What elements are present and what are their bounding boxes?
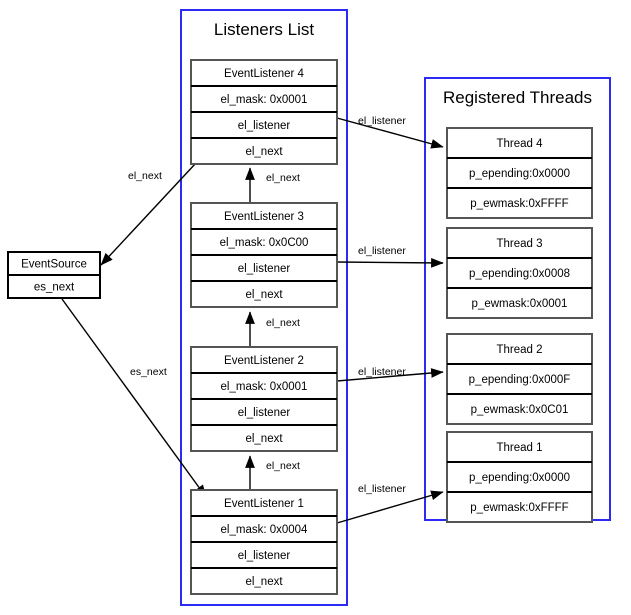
thread-node-4-field-0: Thread 4 — [496, 138, 543, 150]
listener-node-4: EventListener 4 el_mask: 0x0001 el_listene… — [190, 59, 338, 165]
thread-node-1-field-2: p_ewmask:0xFFFF — [470, 502, 568, 514]
edge-label-el1-to-el2: el_next — [266, 460, 300, 472]
listener-node-4-field-1: el_mask: 0x0001 — [221, 94, 308, 106]
listener-node-4-field-2: el_listener — [238, 120, 291, 132]
edge-label-el1-to-eventsource: es_next — [130, 366, 167, 378]
listeners-panel-title: Listeners List — [214, 20, 314, 39]
listener-node-1-field-1: el_mask: 0x0004 — [221, 524, 309, 536]
thread-node-4-box — [446, 127, 593, 219]
listener-node-3-field-2: el_listener — [238, 263, 291, 275]
edge-el3-to-thread3: el_listener — [336, 245, 444, 268]
listener-node-2-field-3: el_next — [245, 433, 283, 445]
listener-node-4-field-0: EventListener 4 — [224, 68, 305, 80]
thread-node-2: Thread 2 p_epending:0x000F p_ewmask:0x0C01 — [446, 333, 593, 425]
thread-node-3: Thread 3 p_epending:0x0008 p_ewmask:0x0001 — [446, 227, 593, 319]
listener-node-3-field-3: el_next — [245, 289, 283, 301]
thread-node-1: Thread 1 p_epending:0x0000 p_ewmask:0xFFFF — [446, 431, 593, 523]
thread-node-2-field-0: Thread 2 — [496, 344, 542, 356]
edge-line-el4-to-eventsource — [100, 162, 197, 266]
thread-node-1-field-0: Thread 1 — [496, 442, 542, 454]
event-source-node: EventSource es_next — [7, 251, 101, 299]
listener-node-3-field-1: el_mask: 0x0C00 — [220, 237, 309, 249]
edge-label-el2-to-el3: el_next — [266, 317, 300, 329]
thread-node-4-field-1: p_epending:0x0000 — [469, 168, 570, 180]
listener-node-1-field-3: el_next — [245, 576, 283, 588]
edge-label-el3-to-el4: el_next — [266, 172, 300, 184]
edge-label-el3-to-thread3: el_listener — [358, 245, 406, 257]
event-source-node-field-1: es_next — [34, 282, 75, 294]
thread-node-4: Thread 4 p_epending:0x0000 p_ewmask:0xFFFF — [446, 127, 593, 219]
edge-label-el4-to-eventsource: el_next — [128, 170, 162, 182]
listener-node-1-field-0: EventListener 1 — [224, 498, 304, 510]
edges-layer: el_next es_next el_next el_next el_next el_li… — [61, 115, 444, 524]
edge-line-el4-to-thread4 — [336, 117, 444, 149]
edge-el2-to-el3: el_next — [245, 311, 300, 347]
edge-label-el4-to-thread4: el_listener — [358, 115, 406, 127]
edge-line-el1-to-eventsource — [61, 298, 207, 498]
listener-node-1: EventListener 1 el_mask: 0x0004 el_listene… — [190, 489, 338, 595]
thread-node-1-box — [446, 431, 593, 523]
thread-node-2-box — [446, 333, 593, 425]
listener-node-3-field-0: EventListener 3 — [224, 211, 304, 223]
edge-line-el1-to-thread1 — [336, 490, 444, 524]
thread-node-3-box — [446, 227, 593, 319]
listener-node-2: EventListener 2 el_mask: 0x0001 el_listene… — [190, 346, 338, 452]
listener-node-2-field-0: EventListener 2 — [224, 355, 304, 367]
listener-node-2-field-1: el_mask: 0x0001 — [221, 381, 308, 393]
listener-node-4-field-3: el_next — [245, 146, 283, 158]
edge-line-el2-to-thread2 — [336, 368, 444, 382]
thread-node-1-field-1: p_epending:0x0000 — [469, 472, 570, 484]
edge-el2-to-thread2: el_listener — [336, 366, 444, 382]
event-source-node-field-0: EventSource — [21, 259, 87, 271]
thread-node-3-field-0: Thread 3 — [496, 238, 542, 250]
listener-node-1-field-2: el_listener — [238, 550, 291, 562]
thread-node-2-field-1: p_epending:0x000F — [469, 374, 571, 386]
threads-panel-title: Registered Threads — [443, 88, 592, 107]
edge-el4-to-thread4: el_listener — [336, 115, 444, 149]
edge-el1-to-eventsource: es_next — [61, 298, 207, 498]
listener-node-2-field-2: el_listener — [238, 407, 291, 419]
thread-node-3-field-1: p_epending:0x0008 — [469, 268, 570, 280]
thread-node-2-field-2: p_ewmask:0x0C01 — [471, 404, 569, 416]
edge-line-el3-to-thread3 — [336, 257, 444, 268]
thread-node-3-field-2: p_ewmask:0x0001 — [472, 298, 568, 310]
thread-node-4-field-2: p_ewmask:0xFFFF — [470, 198, 568, 210]
nodes-layer: EventSource es_next EventListener 4 el_mask… — [7, 59, 593, 595]
listener-node-3: EventListener 3 el_mask: 0x0C00 el_listene… — [190, 202, 338, 308]
listeners-panel-border — [180, 9, 348, 606]
listeners-panel: Listeners List — [180, 9, 348, 606]
edge-el3-to-el4: el_next — [245, 167, 300, 203]
edge-label-el2-to-thread2: el_listener — [358, 366, 406, 378]
edge-el4-to-eventsource: el_next — [100, 162, 197, 266]
edge-el1-to-thread1: el_listener — [336, 483, 444, 524]
edge-el1-to-el2: el_next — [245, 455, 300, 490]
edge-label-el1-to-thread1: el_listener — [358, 483, 406, 495]
